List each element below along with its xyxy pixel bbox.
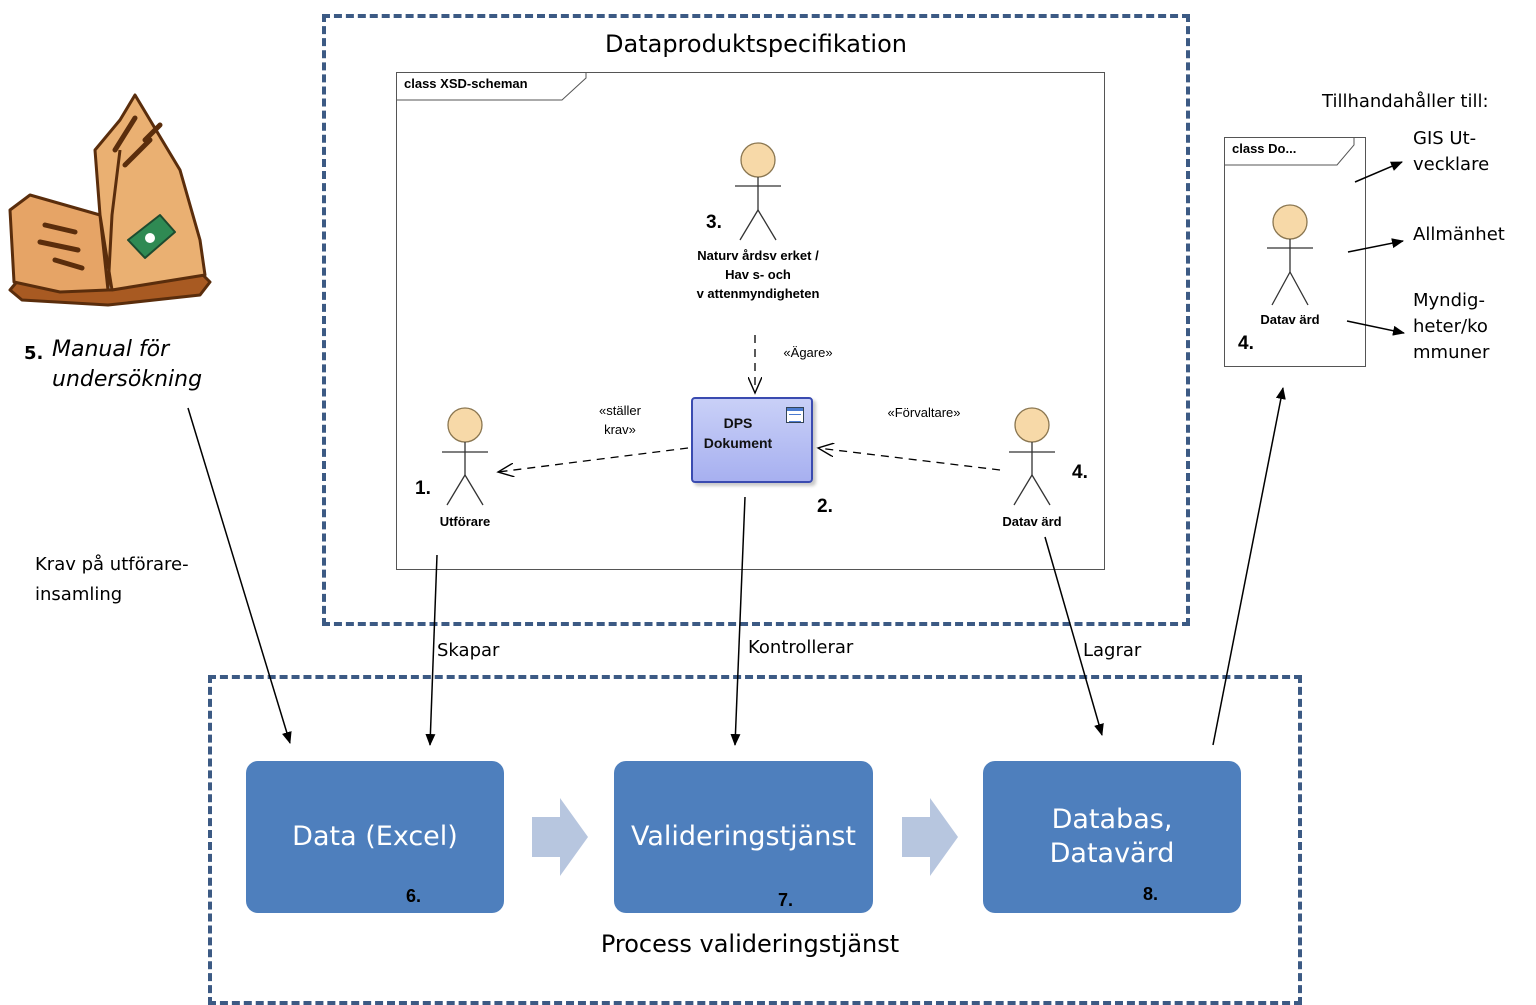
process-arrow-1 xyxy=(532,798,588,876)
stereotype-forvaltare: «Förvaltare» xyxy=(887,405,961,420)
process-step-valideringstjanst-number: 7. xyxy=(778,890,794,910)
process-step-data-excel-label: Data (Excel) xyxy=(292,821,458,852)
manual-title-line-1: Manual för xyxy=(52,337,170,362)
target-gis-line-2: vecklare xyxy=(1413,154,1490,175)
target-gis: GIS Ut- vecklare xyxy=(1413,126,1489,178)
database-to-datavard-arrow xyxy=(1212,387,1286,746)
process-step-databas-number: 8. xyxy=(1143,884,1159,904)
process-step-databas: Databas, Datavärd 8. xyxy=(983,761,1241,913)
manual-title: Manual för undersökning xyxy=(52,335,202,395)
owner-label-line-3: v attenmyndigheten xyxy=(696,286,820,301)
right-datavard-number: 4. xyxy=(1238,333,1254,354)
manual-to-data-arrow xyxy=(187,407,292,744)
right-datavard-label: Datav ärd xyxy=(1260,312,1320,327)
executor-label: Utförare xyxy=(439,514,491,529)
stereotype-agare: «Ägare» xyxy=(783,345,833,360)
owner-number: 3. xyxy=(706,212,722,233)
dps-document-label-line-2: Dokument xyxy=(703,435,773,451)
manual-number: 5. xyxy=(24,343,44,364)
dps-frame-title: Dataproduktspecifikation xyxy=(605,30,907,58)
edge-label-skapar: Skapar xyxy=(437,640,500,661)
datavard-number: 4. xyxy=(1072,462,1088,483)
to-myndigheter-arrow xyxy=(1346,320,1405,336)
open-book-icon xyxy=(8,93,212,307)
process-step-databas-label-line-1: Databas, xyxy=(1051,804,1173,835)
dps-document-label: DPS Dokument xyxy=(693,413,783,453)
requirement-label-line-2: insamling xyxy=(35,584,123,605)
lagrar-arrow xyxy=(1044,536,1104,736)
requirement-label: Krav på utförare- insamling xyxy=(35,550,189,610)
process-frame-title: Process valideringstjänst xyxy=(600,930,900,958)
xsd-diagram-frame: class XSD-scheman xyxy=(396,72,1105,570)
kontrollerar-arrow xyxy=(730,496,746,746)
provides-to-label: Tillhandahåller till: xyxy=(1322,91,1489,112)
owner-label-line-2: Hav s- och xyxy=(725,267,791,282)
process-step-data-excel: Data (Excel) 6. xyxy=(246,761,504,913)
owner-label: Naturv årdsv erket / Hav s- och v attenm… xyxy=(660,246,856,303)
process-step-databas-label-line-2: Datavärd xyxy=(1049,838,1175,869)
forvaltare-arrow xyxy=(818,448,1001,471)
dps-document-label-line-1: DPS xyxy=(723,415,753,431)
stereotype-staller-krav-line-2: krav» xyxy=(604,422,636,437)
process-step-valideringstjanst-label: Valideringstjänst xyxy=(631,821,856,852)
stereotype-staller-krav-line-1: «ställer xyxy=(599,403,641,418)
target-allmanhet: Allmänhet xyxy=(1413,220,1505,250)
to-gis-arrow xyxy=(1354,161,1403,183)
right-datavard-stick-figure-icon xyxy=(1267,204,1313,306)
stereotype-staller-krav: «ställer krav» xyxy=(580,401,660,439)
right-diagram-frame: class Do... xyxy=(1224,137,1366,367)
right-diagram-tab: class Do... xyxy=(1232,141,1297,156)
dps-document-class: DPS Dokument xyxy=(691,397,813,483)
process-step-valideringstjanst: Valideringstjänst 7. xyxy=(614,761,873,913)
owner-label-line-1: Naturv årdsv erket / xyxy=(697,248,819,263)
diagram-graphics xyxy=(8,72,1405,876)
skapar-arrow xyxy=(425,554,438,746)
dps-frame xyxy=(322,14,1190,626)
target-myndigheter-line-2: heter/ko xyxy=(1413,316,1488,337)
executor-number: 1. xyxy=(415,478,431,499)
target-gis-line-1: GIS Ut- xyxy=(1413,128,1477,149)
target-allmanhet-line-1: Allmänhet xyxy=(1413,224,1505,245)
requirement-label-line-1: Krav på utförare- xyxy=(35,554,189,575)
staller-krav-arrow xyxy=(498,447,689,472)
target-myndigheter: Myndig- heter/ko mmuner xyxy=(1413,288,1489,366)
datavard-stick-figure-icon xyxy=(1009,407,1055,506)
dps-document-number: 2. xyxy=(817,496,833,517)
process-arrow-2 xyxy=(902,798,958,876)
edge-label-lagrar: Lagrar xyxy=(1083,640,1142,661)
executor-stick-figure-icon xyxy=(442,407,488,506)
target-myndigheter-line-1: Myndig- xyxy=(1413,290,1485,311)
to-allmanhet-arrow xyxy=(1347,238,1404,253)
right-tab-outline xyxy=(1224,137,1355,166)
edge-label-kontrollerar: Kontrollerar xyxy=(748,637,854,658)
xsd-tab-outline xyxy=(396,72,587,101)
datavard-label: Datav ärd xyxy=(1002,514,1062,529)
owner-stick-figure-icon xyxy=(735,142,781,241)
document-class-icon xyxy=(786,407,804,423)
target-myndigheter-line-3: mmuner xyxy=(1413,342,1490,363)
manual-title-line-2: undersökning xyxy=(52,367,203,392)
xsd-diagram-tab: class XSD-scheman xyxy=(404,76,528,91)
process-step-data-excel-number: 6. xyxy=(406,886,422,906)
